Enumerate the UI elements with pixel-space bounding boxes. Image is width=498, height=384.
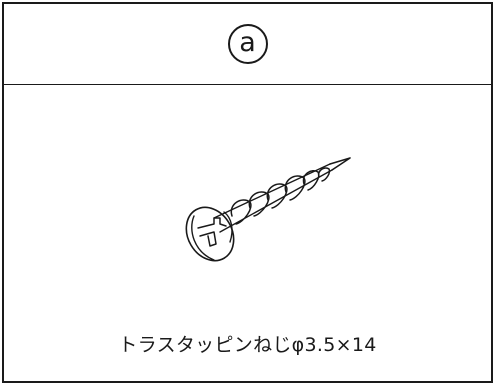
part-label-circle: a [227, 24, 268, 64]
part-table: a トラスタッピンねじφ3.5×14 [2, 2, 493, 383]
screw-illustration [185, 157, 351, 262]
part-name: トラスタッピンねじφ3.5×14 [118, 334, 377, 356]
part-label: a [239, 26, 256, 58]
part-header: a [4, 4, 491, 85]
